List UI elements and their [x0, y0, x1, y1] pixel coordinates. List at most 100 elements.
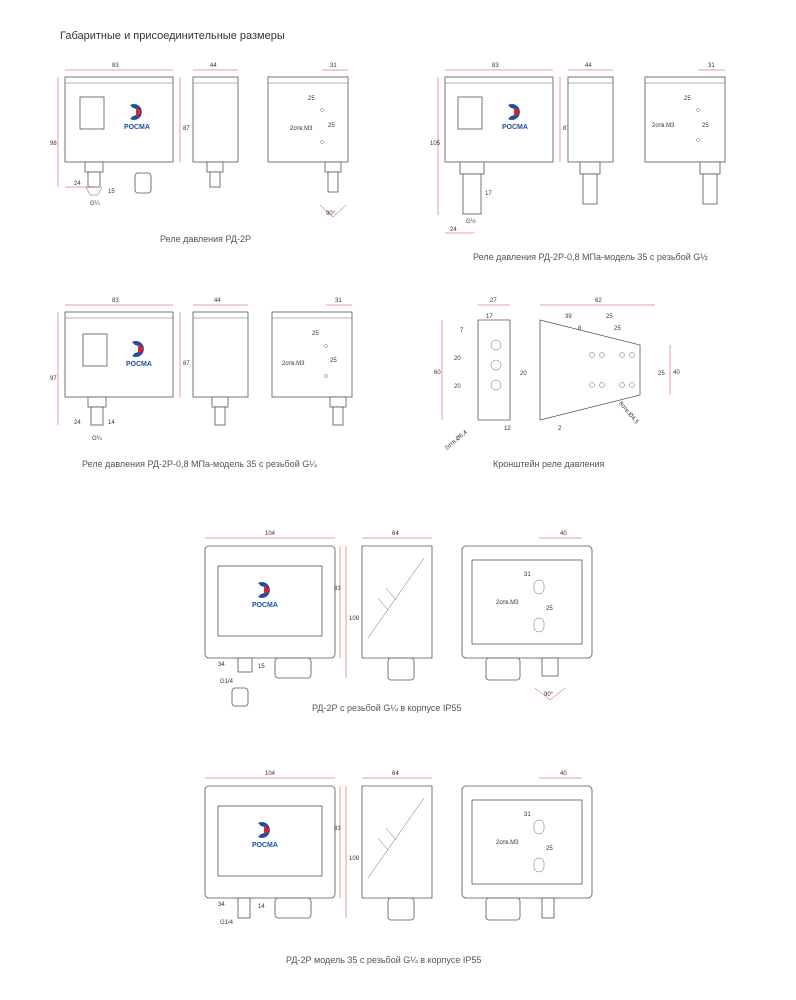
svg-text:83: 83 — [492, 63, 499, 69]
front-view: РОСМА 104 83 109 34 15 G1/4 — [204, 531, 360, 707]
side-view: 64 — [361, 771, 433, 921]
caption-ip55-35: РД-2Р модель 35 с резьбой G¼ в корпусе I… — [286, 955, 482, 965]
svg-text:25: 25 — [702, 123, 709, 129]
bracket-side-view: 27 17 7 20 20 20 60 12 2отв.Ø6,4 — [434, 298, 527, 452]
svg-text:14: 14 — [108, 420, 115, 426]
svg-text:7: 7 — [460, 328, 464, 334]
svg-text:17: 17 — [485, 191, 492, 197]
svg-text:87: 87 — [183, 126, 190, 132]
svg-text:34: 34 — [218, 902, 225, 908]
svg-text:20: 20 — [454, 356, 461, 362]
svg-text:2отв.M3: 2отв.M3 — [282, 361, 305, 367]
svg-text:G1/4: G1/4 — [220, 679, 234, 685]
svg-text:97: 97 — [50, 376, 57, 382]
caption-rd2p-g12: Реле давления РД-2Р-0,8 МПа-модель 35 с … — [473, 252, 708, 262]
svg-text:2отв.M3: 2отв.M3 — [496, 840, 519, 846]
rosma-logo: РОСМА — [502, 104, 528, 131]
svg-text:64: 64 — [392, 771, 399, 777]
svg-text:87: 87 — [563, 126, 570, 132]
front-view: РОСМА 83 97 87 24 14 G¼ — [50, 298, 190, 442]
svg-text:25: 25 — [614, 326, 621, 332]
svg-text:25: 25 — [546, 606, 553, 612]
svg-text:40: 40 — [560, 771, 567, 777]
svg-text:64: 64 — [392, 531, 399, 537]
svg-text:105: 105 — [430, 141, 441, 147]
svg-text:109: 109 — [349, 616, 360, 622]
svg-text:25: 25 — [330, 358, 337, 364]
svg-text:83: 83 — [112, 298, 119, 304]
rosma-logo: РОСМА — [252, 582, 278, 609]
svg-text:31: 31 — [330, 63, 337, 69]
svg-text:98: 98 — [50, 141, 57, 147]
svg-text:44: 44 — [585, 63, 592, 69]
svg-text:24: 24 — [450, 227, 457, 233]
svg-text:31: 31 — [524, 572, 531, 578]
svg-text:25: 25 — [658, 371, 665, 377]
drawing-rd2p: РОСМА 83 98 87 24 15 G¼ 44 31 25 25 2отв… — [50, 63, 349, 218]
svg-text:25: 25 — [546, 846, 553, 852]
side-view: 44 — [567, 63, 614, 205]
back-view: 31 25 25 2отв.M3 90° — [267, 63, 349, 218]
svg-text:РОСМА: РОСМА — [252, 842, 278, 849]
bracket-top-view: 62 39 25 8 25 25 40 2 8отв.Ø4,5 — [539, 298, 680, 432]
svg-text:РОСМА: РОСМА — [124, 124, 150, 131]
svg-text:25: 25 — [312, 331, 319, 337]
svg-text:90°: 90° — [326, 211, 336, 217]
drawing-ip55: РОСМА 104 83 109 34 15 G1/4 64 40 31 25 … — [204, 531, 593, 707]
svg-text:87: 87 — [183, 361, 190, 367]
svg-text:G1/4: G1/4 — [220, 920, 234, 926]
front-view: РОСМА 104 83 109 34 14 G1/4 — [204, 771, 360, 926]
svg-text:60: 60 — [434, 370, 441, 376]
front-view: РОСМА 83 98 87 24 15 G¼ — [50, 63, 190, 207]
svg-text:15: 15 — [258, 664, 265, 670]
svg-text:24: 24 — [74, 420, 81, 426]
svg-text:G¼: G¼ — [90, 201, 101, 207]
svg-text:G¼: G¼ — [92, 436, 103, 442]
svg-text:39: 39 — [565, 314, 572, 320]
svg-text:2отв.M3: 2отв.M3 — [652, 123, 675, 129]
back-view: 40 31 25 2отв.M3 90° — [461, 531, 593, 701]
svg-text:8: 8 — [578, 326, 582, 332]
drawing-rd2p-g14: РОСМА 83 97 87 24 14 G¼ 44 31 25 25 2отв… — [50, 298, 353, 442]
drawing-ip55-35: РОСМА 104 83 109 34 14 G1/4 64 40 31 25 … — [204, 771, 593, 926]
caption-rd2p-g14: Реле давления РД-2Р-0,8 МПа-модель 35 с … — [82, 459, 317, 469]
svg-text:31: 31 — [524, 812, 531, 818]
svg-text:44: 44 — [210, 63, 217, 69]
svg-text:27: 27 — [490, 298, 497, 304]
svg-text:83: 83 — [334, 586, 341, 592]
svg-text:20: 20 — [454, 384, 461, 390]
svg-text:83: 83 — [334, 826, 341, 832]
svg-text:2отв.M3: 2отв.M3 — [496, 600, 519, 606]
svg-text:83: 83 — [112, 63, 119, 69]
svg-text:90°: 90° — [544, 692, 554, 698]
svg-text:17: 17 — [486, 314, 493, 320]
rosma-logo: РОСМА — [252, 822, 278, 849]
rosma-logo: РОСМА — [126, 341, 152, 368]
svg-text:25: 25 — [684, 96, 691, 102]
back-view: 31 25 25 2отв.M3 — [271, 298, 353, 426]
svg-text:62: 62 — [595, 298, 602, 304]
svg-text:40: 40 — [560, 531, 567, 537]
svg-text:G½: G½ — [466, 218, 476, 225]
svg-text:2отв.Ø6,4: 2отв.Ø6,4 — [444, 429, 469, 451]
page-heading: Габаритные и присоединительные размеры — [60, 30, 285, 42]
svg-text:31: 31 — [335, 298, 342, 304]
front-view: РОСМА 83 105 87 17 G½ 24 — [430, 63, 570, 234]
back-view: 31 25 25 2отв.M3 — [644, 63, 726, 205]
svg-text:15: 15 — [108, 189, 115, 195]
drawing-rd2p-g12: РОСМА 83 105 87 17 G½ 24 44 31 25 25 2от… — [430, 63, 726, 234]
caption-bracket: Кронштейн реле давления — [493, 459, 605, 469]
svg-text:2отв.M3: 2отв.M3 — [290, 126, 313, 132]
rosma-logo: РОСМА — [124, 104, 150, 131]
svg-text:12: 12 — [504, 426, 511, 432]
drawing-bracket: 27 17 7 20 20 20 60 12 2отв.Ø6,4 62 39 2… — [434, 298, 680, 452]
svg-text:20: 20 — [520, 371, 527, 377]
svg-text:25: 25 — [308, 96, 315, 102]
svg-text:44: 44 — [214, 298, 221, 304]
svg-text:104: 104 — [265, 531, 276, 537]
side-view: 64 — [361, 531, 433, 681]
svg-text:34: 34 — [218, 662, 225, 668]
svg-text:8отв.Ø4,5: 8отв.Ø4,5 — [617, 401, 639, 426]
svg-text:25: 25 — [606, 314, 613, 320]
svg-text:РОСМА: РОСМА — [252, 602, 278, 609]
